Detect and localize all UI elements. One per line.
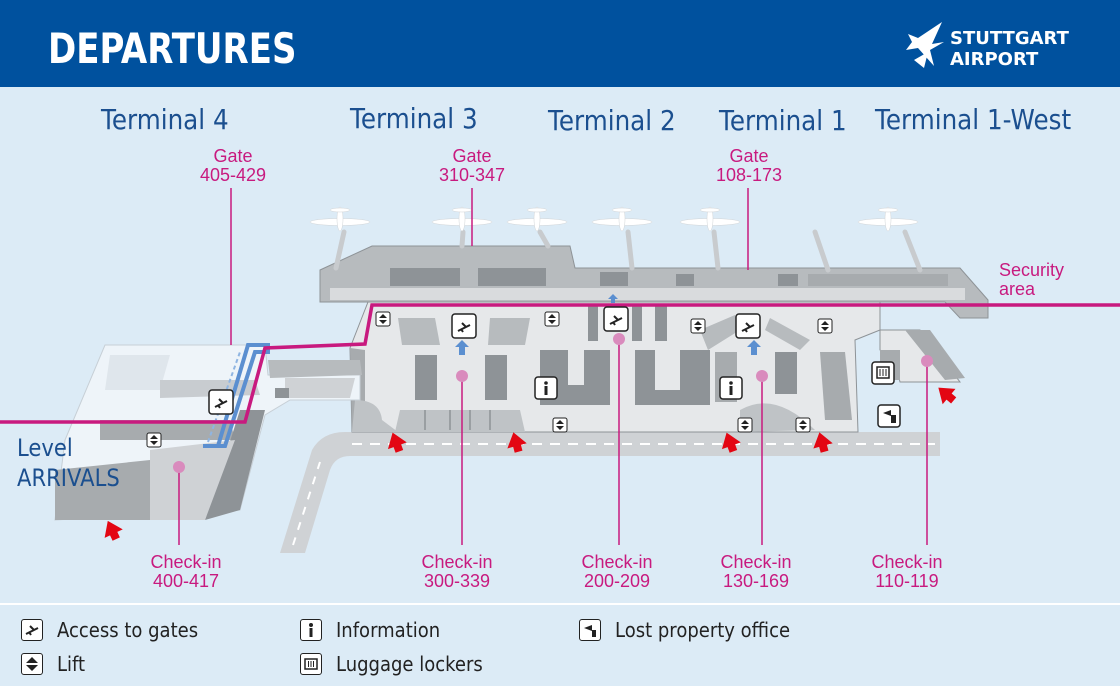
legend-lost-property: Lost property office [579,618,810,642]
airport-logo-icon [906,22,944,68]
info-icons [534,376,743,400]
plane-departure-icon [21,619,43,641]
lift-icon [21,653,43,675]
legend-access-to-gates: Access to gates [21,618,214,642]
lost-property-icon [579,619,601,641]
terminal-2-label: Terminal 2 [548,104,676,137]
gate-access-icons [208,306,761,415]
info-icon [300,619,322,641]
terminal-1-label: Terminal 1 [719,104,847,137]
terminal-3-label: Terminal 3 [350,102,478,135]
luggage-locker-icon [300,653,322,675]
legend-luggage-lockers: Luggage lockers [300,652,499,676]
lost-property-map-icon [877,404,901,428]
map-legend: Access to gates Lift Information Luggage… [0,603,1120,686]
terminal-map-drawing [0,188,1120,553]
stuttgart-airport-logo: STUTTGART AIRPORT [904,20,1074,72]
terminal-map: Terminal 4 Terminal 3 Terminal 2 Termina… [0,87,1120,603]
logo-line-2: AIRPORT [950,49,1039,70]
logo-line-1: STUTTGART [950,28,1069,49]
legend-lift: Lift [21,652,88,676]
security-boundary-line [0,303,1120,424]
luggage-locker-map-icon [871,361,895,385]
terminal-1-west-label: Terminal 1-West [875,103,1072,136]
lift-icons [146,311,833,448]
legend-information: Information [300,618,452,642]
header-bar: DEPARTURES STUTTGART AIRPORT [0,0,1120,87]
terminal-4-label: Terminal 4 [101,103,229,136]
page-title: DEPARTURES [48,24,297,73]
